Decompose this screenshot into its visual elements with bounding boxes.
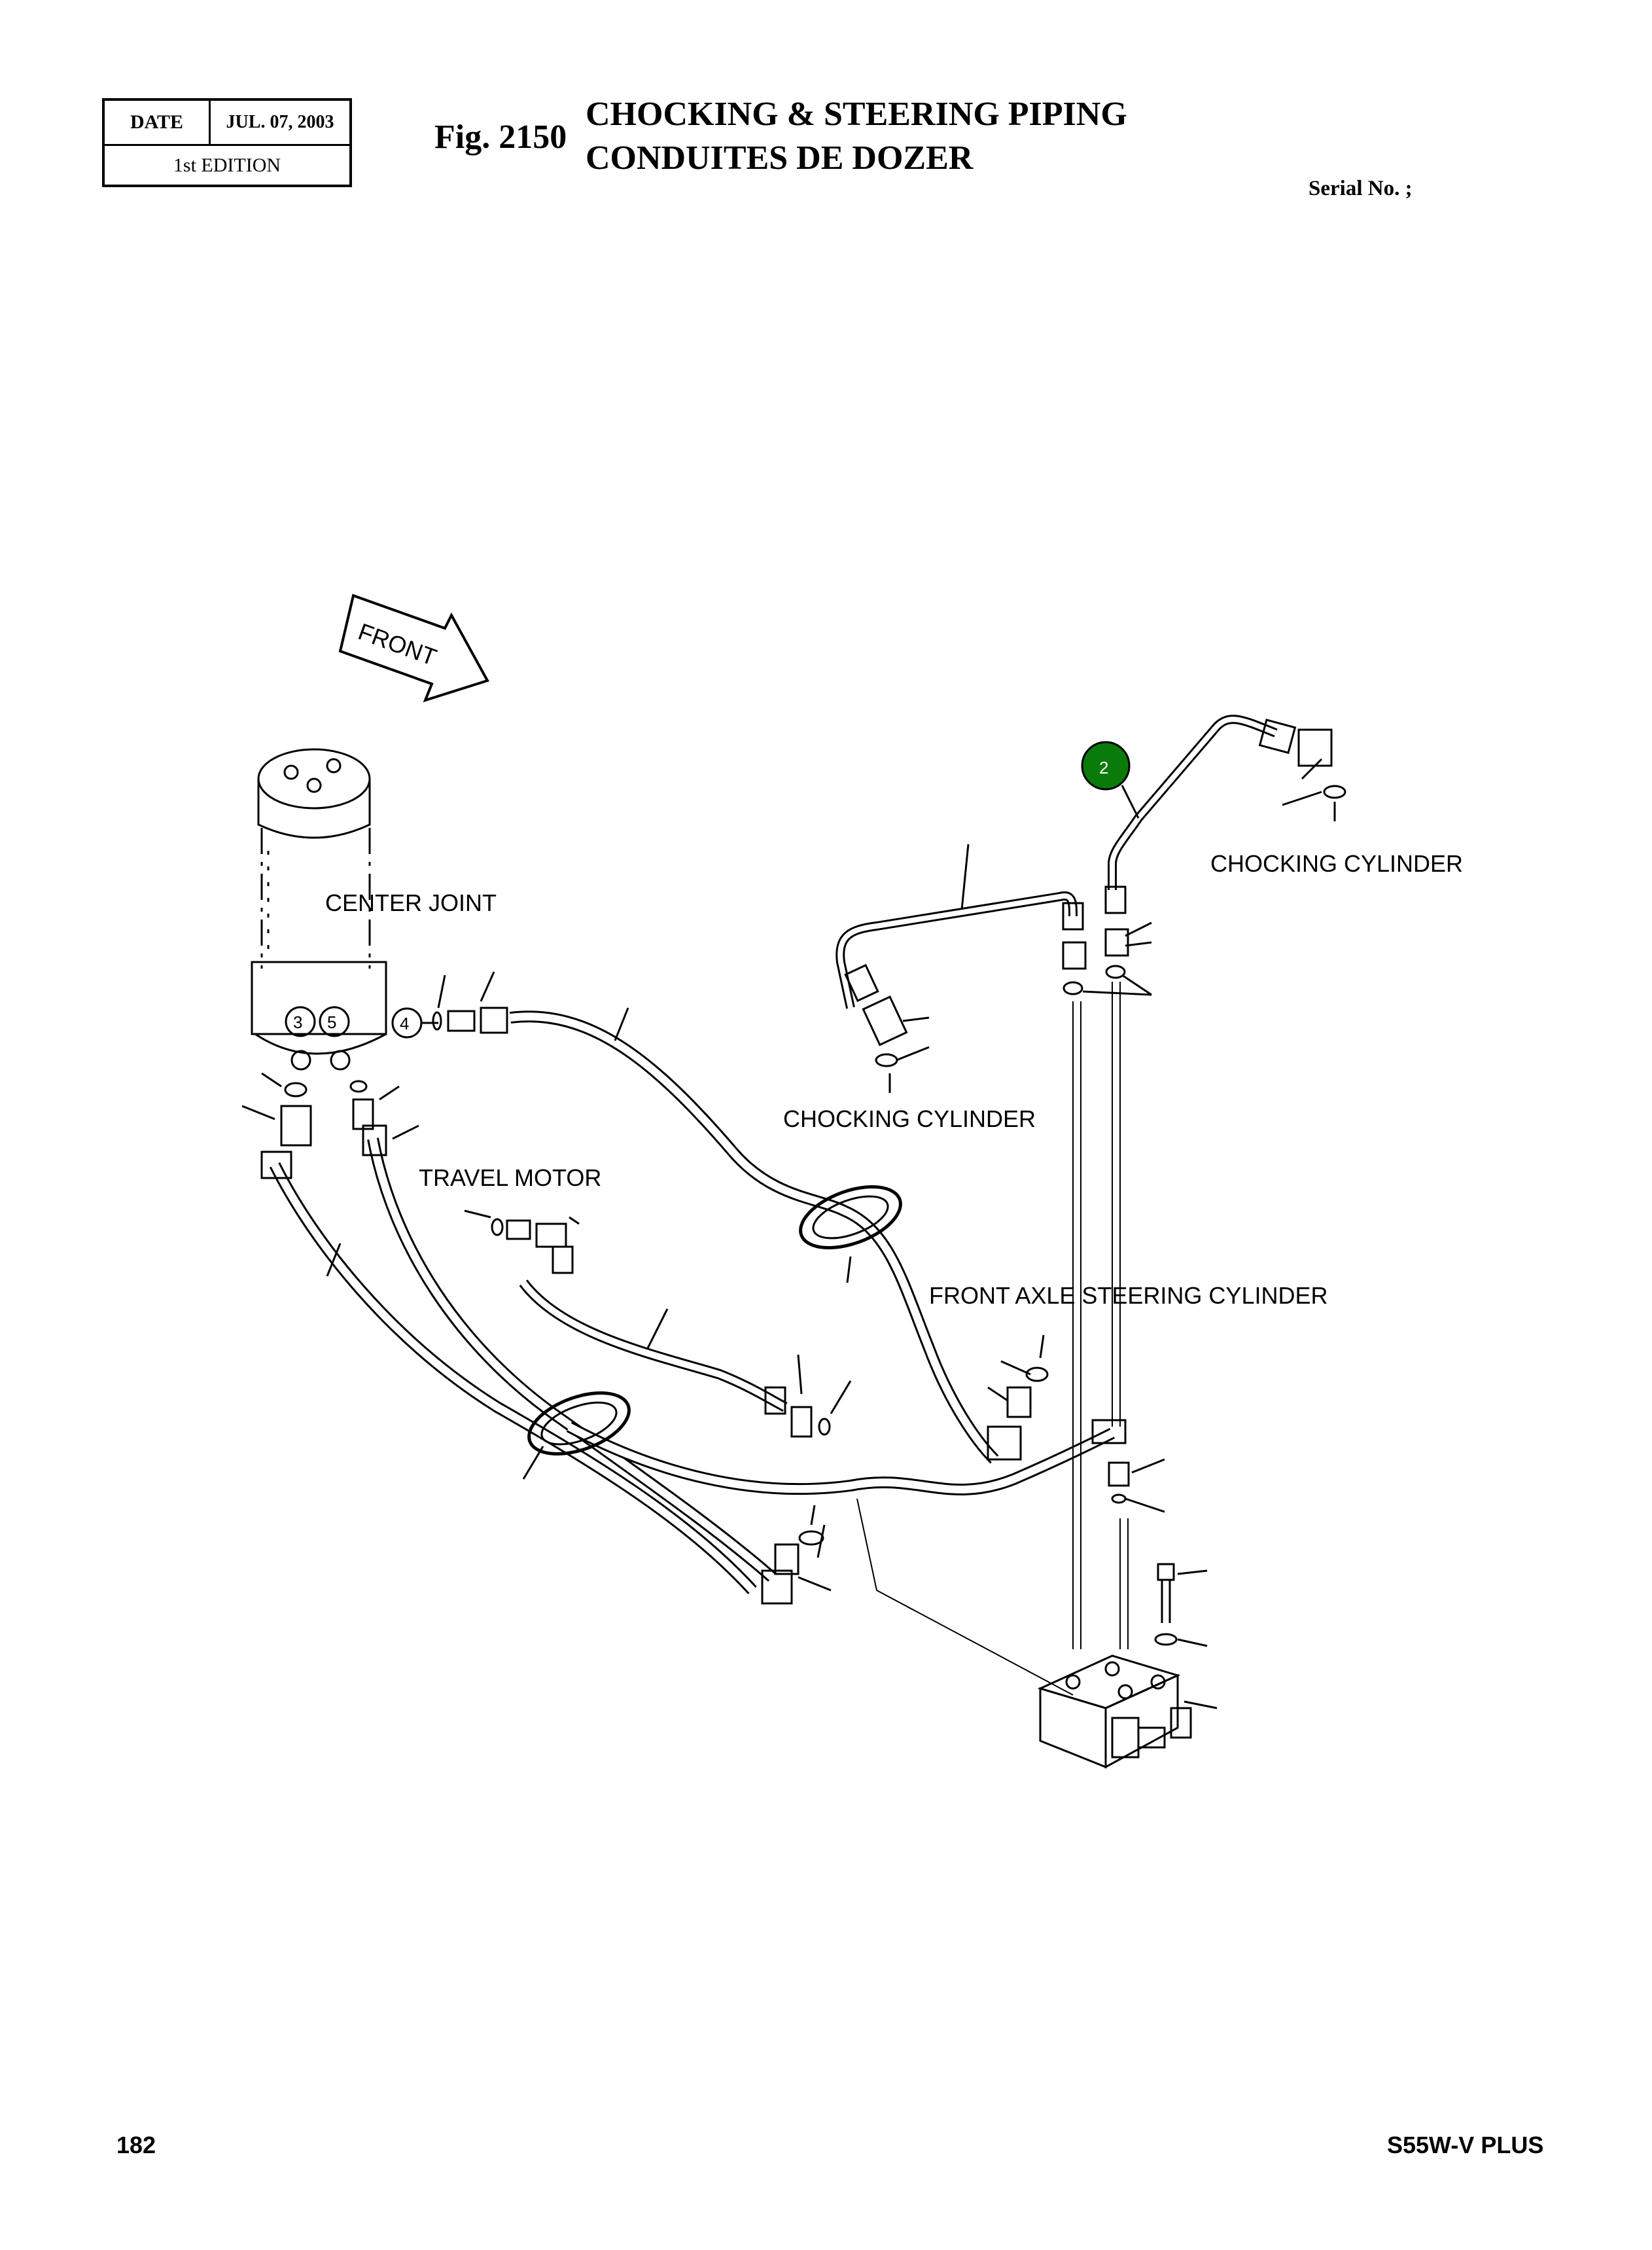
center-joint-label: CENTER JOINT: [325, 889, 497, 916]
model-name: S55W-V PLUS: [1387, 2132, 1544, 2158]
date-value: JUL. 07, 2003: [226, 112, 334, 132]
date-label: DATE: [105, 101, 211, 144]
callout-4-text: 4: [400, 1014, 409, 1033]
callout-2-text: 2: [1099, 758, 1108, 777]
travel-motor-label: TRAVEL MOTOR: [419, 1164, 601, 1191]
front-arrow: [338, 594, 489, 703]
date-row: DATE JUL. 07, 2003: [105, 101, 349, 146]
center-joint-fittings: [432, 971, 508, 1034]
left-fittings: [241, 1072, 419, 1277]
title-line-2: CONDUITES DE DOZER: [586, 139, 974, 177]
hose-clamp-lower: [527, 1391, 631, 1455]
chocking-cylinder-top-label: CHOCKING CYLINDER: [1210, 850, 1463, 877]
lower-center-fittings: [761, 1354, 852, 1605]
title-line-1: CHOCKING & STEERING PIPING: [586, 96, 1127, 133]
callout-2[interactable]: 2: [1081, 741, 1140, 819]
front-axle-label: FRONT AXLE STEERING CYLINDER: [929, 1282, 1327, 1309]
callout-3-text: 3: [293, 1012, 302, 1032]
front-axle-fittings: [987, 1334, 1049, 1461]
callout-5-text: 5: [327, 1012, 336, 1032]
chocking-cylinder-mid-label: CHOCKING CYLINDER: [783, 1105, 1036, 1132]
figure-number: Fig. 2150: [434, 118, 567, 156]
upper-right-fittings: [1062, 885, 1152, 996]
center-joint: [251, 748, 387, 1071]
page-number: 182: [116, 2132, 156, 2158]
steering-valve-block: [1037, 1654, 1218, 1769]
travel-motor-fittings: [464, 1209, 580, 1274]
bolt-washer: [1154, 1563, 1208, 1647]
valve-elbow-fittings: [1091, 1419, 1165, 1513]
serial-number: Serial No. ;: [1309, 177, 1413, 200]
edition: 1st EDITION: [173, 154, 281, 176]
callout-5-circle[interactable]: [319, 1006, 350, 1037]
callout-3-circle[interactable]: [285, 1006, 316, 1037]
hose-clamp-upper: [799, 1185, 902, 1249]
date-box: DATE JUL. 07, 2003 1st EDITION: [102, 98, 352, 187]
